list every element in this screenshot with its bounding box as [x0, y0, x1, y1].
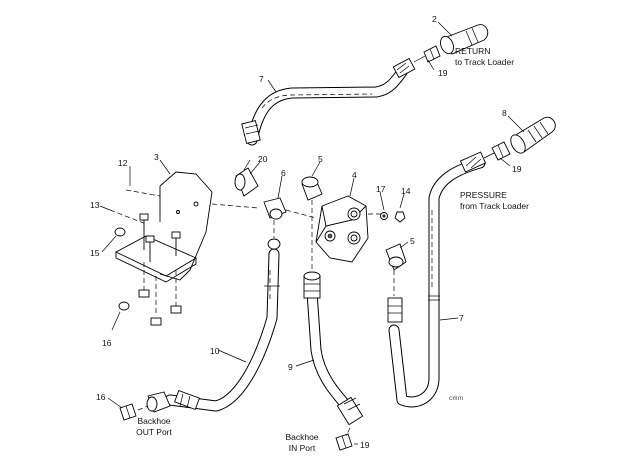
callout-16-left: 16 [102, 338, 112, 348]
callout-8: 8 [502, 108, 507, 118]
bracket-bolt-c [145, 235, 155, 262]
out-hose-crimp [174, 390, 200, 410]
callout-19-right: 19 [512, 164, 522, 174]
callout-4: 4 [352, 170, 357, 180]
callout-6: 6 [281, 168, 286, 178]
callout-7-upper: 7 [259, 74, 264, 84]
out-port-fitting [146, 391, 171, 413]
bracket-nut-c [170, 305, 182, 314]
pressure-hose [387, 151, 487, 408]
bracket-lockwasher [111, 301, 130, 331]
in-port-caption-line2: IN Port [288, 443, 316, 453]
return-caption-line1: RETURN [455, 46, 491, 56]
callout-5-upper: 5 [318, 154, 323, 164]
bracket-washer [114, 227, 126, 237]
in-hose-crimp-top [303, 271, 321, 299]
mounting-bracket [109, 171, 259, 331]
callout-10: 10 [210, 346, 220, 356]
valve-block [315, 195, 384, 263]
valve-nut [394, 211, 406, 223]
callout-15: 15 [90, 248, 100, 258]
return-caption-line2: to Track Loader [455, 57, 515, 67]
callout-9: 9 [288, 362, 293, 372]
pressure-hose-crimp-upper [459, 151, 487, 173]
pressure-caption-line1: PRESSURE [460, 190, 507, 200]
callout-5-lower: 5 [410, 236, 415, 246]
pressure-hose-crimp-lower [387, 297, 403, 323]
callout-12: 12 [118, 158, 128, 168]
valve-plug [380, 212, 388, 220]
bracket-bolt-b [171, 231, 181, 256]
in-port-caption-line1: Backhoe [285, 432, 319, 442]
callout-16-bottom: 16 [96, 392, 106, 402]
backhoe-out-hose [164, 248, 280, 412]
callout-17: 17 [376, 184, 386, 194]
callout-3: 3 [154, 152, 159, 162]
drawing-code: cmm [449, 396, 464, 402]
callout-2: 2 [432, 14, 437, 24]
upper-elbow-fitting [301, 176, 323, 270]
out-port-caption-line1: Backhoe [137, 416, 171, 426]
bracket-nut-b [150, 317, 162, 326]
backhoe-in-hose [303, 271, 364, 426]
in-port-adapter [335, 427, 353, 451]
out-port-adapter [119, 403, 149, 421]
return-hose-crimp-upper [392, 57, 416, 79]
pressure-quick-coupler [510, 116, 556, 154]
callout-19-top: 19 [438, 68, 448, 78]
callout-20: 20 [258, 154, 268, 164]
return-hose [241, 57, 416, 146]
lower-elbow-fitting [385, 243, 407, 296]
callout-19-bottom: 19 [360, 440, 370, 450]
return-quick-coupler [440, 24, 489, 55]
callout-7-lower: 7 [459, 313, 464, 323]
callout-13: 13 [90, 200, 100, 210]
return-adapter [413, 45, 441, 63]
return-hose-crimp-lower [241, 120, 261, 144]
leader-lines [99, 21, 525, 445]
pressure-adapter [483, 141, 511, 161]
out-port-caption-line2: OUT Port [136, 427, 172, 437]
swivel-elbow [234, 159, 259, 197]
in-hose-crimp-bottom [336, 396, 364, 426]
callout-14: 14 [401, 186, 411, 196]
straight-fitting [263, 197, 317, 250]
bracket-nut-a [138, 289, 150, 298]
bracket-bolt-a [139, 213, 149, 250]
pressure-caption-line2: from Track Loader [460, 201, 529, 211]
